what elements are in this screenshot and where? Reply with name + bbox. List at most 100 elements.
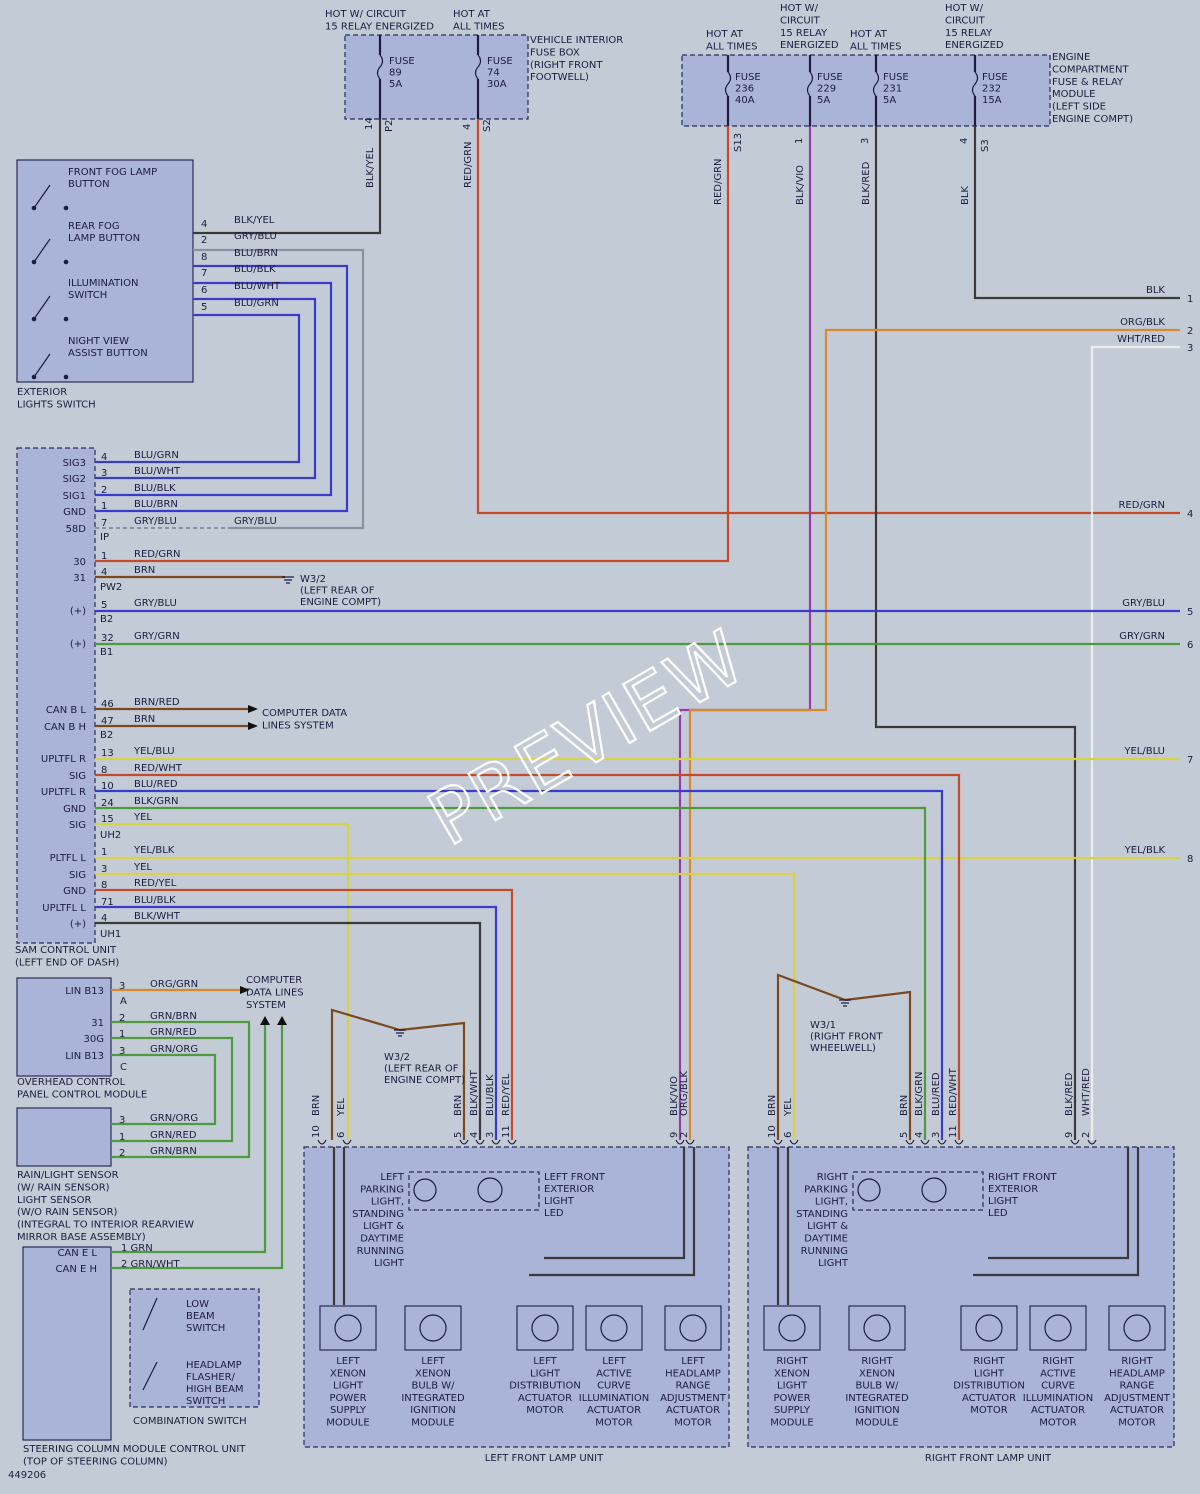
lamp-module — [404, 1305, 462, 1351]
connector-id: UH2 — [100, 830, 121, 841]
wire-color: ORG/GRN — [150, 979, 198, 990]
fuse-header: HOT AT — [850, 29, 888, 40]
connector-symbol — [1070, 1139, 1080, 1145]
module-label: RANGE — [676, 1381, 711, 1392]
combination-switch — [129, 1288, 260, 1408]
switch-title: LIGHTS SWITCH — [17, 399, 96, 410]
engine-fuse-box — [681, 54, 1051, 127]
edge-number: 6 — [1187, 640, 1193, 651]
pin-number: 47 — [101, 716, 114, 727]
connector-id: PW2 — [100, 582, 122, 593]
pin-label: SIG2 — [63, 474, 86, 485]
parking-light-label: LEFT — [380, 1172, 404, 1183]
wire-color: GRY/BLU — [234, 231, 277, 242]
module-label: HEADLAMP — [1109, 1368, 1165, 1379]
ground-label: (RIGHT FRONT — [810, 1032, 883, 1043]
lamp-module — [319, 1305, 377, 1351]
wire-color: BLK — [1146, 285, 1165, 296]
sam-title: SAM CONTROL UNIT — [15, 945, 117, 956]
pin-label: UPLTFL R — [41, 787, 86, 798]
module-label: MOTOR — [595, 1418, 632, 1429]
engine-fuse-box-title: ENGINE — [1052, 52, 1090, 63]
module-label: CURVE — [597, 1381, 631, 1392]
wire-color: BRN — [134, 565, 155, 576]
pin-label: 31 — [73, 573, 86, 584]
pin-number: 3 — [101, 468, 107, 479]
fuse-label: 5A — [883, 95, 896, 106]
wire-red-grn — [95, 126, 730, 563]
pin-number: 1 — [101, 551, 107, 562]
led-module — [852, 1171, 984, 1211]
pin-number: 2 — [201, 235, 207, 246]
pin-number: 46 — [101, 699, 114, 710]
wire-wht-red — [1090, 345, 1180, 1140]
ground-label: (LEFT REAR OF — [384, 1064, 459, 1075]
wire-grn-red — [111, 1036, 234, 1143]
wire-color: BLU/RED — [931, 1072, 942, 1116]
wire-red-yel — [95, 888, 514, 1140]
fuse-header: HOT W/ CIRCUIT — [325, 9, 407, 20]
module-label: BULB W/ — [855, 1381, 899, 1392]
module-label: DISTRIBUTION — [509, 1381, 581, 1392]
connector-symbol — [773, 1139, 783, 1145]
fuse-header: ENERGIZED — [780, 40, 839, 51]
module-label: SUPPLY — [330, 1405, 367, 1416]
pin-number: 1 — [101, 847, 107, 858]
wire-color: ORG/BLK — [679, 1071, 690, 1116]
wire-color: BLK/WHT — [469, 1069, 480, 1116]
wire-yel — [95, 822, 350, 1140]
ground-label: W3/1 — [810, 1020, 836, 1031]
wire-color: YEL/BLU — [1123, 746, 1165, 757]
pin-number: 4 — [469, 1132, 480, 1138]
wire-color: 1 GRN — [121, 1243, 153, 1254]
pin-label: 30 — [73, 557, 86, 568]
fuse-symbol — [724, 71, 732, 97]
motor-icon — [1123, 1314, 1151, 1342]
wire-color: GRY/BLU — [134, 598, 177, 609]
switch-label: BEAM — [186, 1311, 215, 1322]
connector-id: S2 — [482, 119, 493, 132]
rain-sensor-title: (W/O RAIN SENSOR) — [17, 1207, 118, 1218]
lamp-module — [585, 1305, 643, 1351]
led-label: EXTERIOR — [544, 1184, 594, 1195]
internal-wire — [973, 1147, 1140, 1277]
wire-color: RED/YEL — [501, 1073, 512, 1116]
combo-title: COMBINATION SWITCH — [133, 1416, 247, 1427]
pin-number: 8 — [101, 765, 107, 776]
figure-id: 449206 — [8, 1470, 46, 1481]
lamp-module — [763, 1305, 821, 1351]
pin-number: 7 — [201, 268, 207, 279]
pin-number: 2 — [679, 1132, 690, 1138]
connector-symbol — [905, 1139, 915, 1145]
fuse-symbol — [806, 71, 814, 97]
motor-icon — [679, 1314, 707, 1342]
internal-wire — [988, 1147, 1130, 1260]
module-label: ACTUATOR — [587, 1405, 641, 1416]
fuse-label: 229 — [817, 84, 836, 95]
wire-color: GRN/ORG — [150, 1044, 198, 1055]
pin-number: 3 — [101, 864, 107, 875]
connector-symbol — [459, 1139, 469, 1145]
ground-w32-low — [394, 1029, 406, 1037]
wire-color: BRN — [899, 1095, 910, 1116]
pin-number: 5 — [201, 302, 207, 313]
wire-color: RED/GRN — [1118, 500, 1165, 511]
wire-color: YEL — [133, 812, 152, 823]
pin-number: 5 — [453, 1132, 464, 1138]
pin-number: 4 — [914, 1132, 925, 1138]
module-label: RIGHT — [776, 1356, 808, 1367]
fuse-label: 89 — [389, 68, 402, 79]
module-label: POWER — [773, 1393, 810, 1404]
contact — [63, 259, 69, 265]
wire-color: 2 GRN/WHT — [121, 1259, 180, 1270]
led-label: RIGHT FRONT — [988, 1172, 1058, 1183]
computer-data-label: LINES SYSTEM — [262, 720, 334, 731]
pin-number: 3 — [119, 1115, 125, 1126]
steering-title: STEERING COLUMN MODULE CONTROL UNIT — [23, 1444, 246, 1455]
fuse-header: CIRCUIT — [780, 15, 821, 26]
fuse-header: HOT AT — [453, 9, 491, 20]
wire-color: GRY/BLU — [234, 516, 277, 527]
module-label: LIGHT — [777, 1381, 808, 1392]
wire-blk — [973, 126, 1180, 300]
wire-blu-brn — [95, 264, 349, 513]
